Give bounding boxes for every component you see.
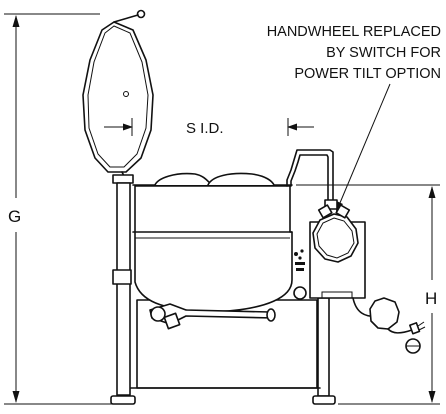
callout-line-1: HANDWHEEL REPLACED: [267, 24, 441, 40]
faucet: [286, 149, 338, 210]
dimension-s-id-label: S I.D.: [186, 120, 224, 137]
control-badge: [293, 249, 307, 300]
left-frame-post: [110, 174, 136, 405]
callout-note: HANDWHEEL REPLACED BY SWITCH FOR POWER T…: [267, 24, 441, 213]
drain-valve: [149, 303, 276, 330]
dimension-g: G: [4, 13, 120, 405]
lid-knob: [123, 91, 129, 97]
handwheel-switch-icon: [312, 204, 359, 263]
dimension-h: H: [296, 184, 440, 405]
dimension-g-label: G: [8, 207, 21, 226]
power-cord: [352, 297, 426, 354]
kettle-lid: [82, 9, 154, 177]
callout-line-3: POWER TILT OPTION: [294, 66, 441, 82]
kettle-body: [132, 172, 293, 313]
callout-line-2: BY SWITCH FOR: [326, 45, 441, 61]
dimension-s-id: S I.D.: [104, 118, 314, 137]
dimension-h-label: H: [425, 289, 437, 308]
